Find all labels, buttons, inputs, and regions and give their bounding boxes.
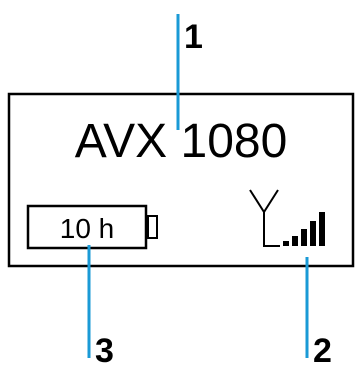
battery-terminal	[147, 215, 158, 239]
signal-bar-5	[319, 212, 325, 246]
battery-icon	[26, 204, 158, 250]
signal-bar-4	[310, 221, 316, 246]
battery-body	[26, 204, 148, 250]
callout-number-3: 3	[95, 332, 114, 370]
callout-number-2: 2	[313, 332, 332, 370]
signal-bar-1	[283, 241, 289, 246]
signal-bar-3	[301, 229, 307, 246]
model-name-text: AVX 1080	[75, 115, 288, 168]
antenna-signal-icon	[249, 189, 325, 247]
battery-runtime-text: 10 h	[60, 213, 115, 244]
antenna-icon	[249, 189, 280, 247]
signal-bar-2	[292, 236, 298, 246]
callout-number-1: 1	[184, 18, 203, 56]
signal-bars	[283, 212, 325, 246]
